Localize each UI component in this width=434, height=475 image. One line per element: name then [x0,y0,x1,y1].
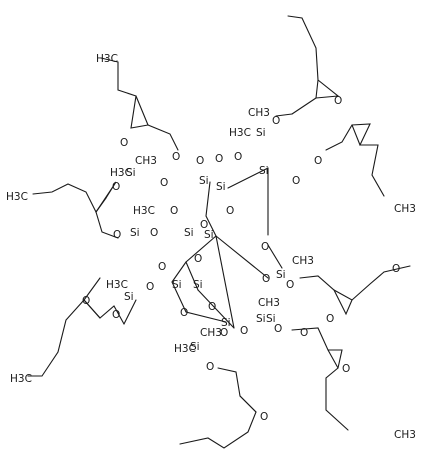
label-si-7: Si [190,341,200,353]
label-ch3-2: CH3 [248,107,270,119]
label-ch3-7: CH3 [394,429,416,441]
label-o-epoxide-6: O [82,295,90,307]
label-o-epoxide-2: O [334,95,342,107]
label-o-5: O [234,151,242,163]
label-o-16: O [286,279,294,291]
label-si-1: Si [126,167,136,179]
label-o-epoxide-1: O [120,137,128,149]
label-o-1: O [172,151,180,163]
label-o-26: O [206,361,214,373]
label-o-3: O [215,153,223,165]
label-o-epoxide-7: O [260,411,268,423]
label-o-12: O [170,205,178,217]
label-o-9: O [314,155,322,167]
label-o-4: O [272,115,280,127]
label-ch3-5: CH3 [200,327,222,339]
label-o-15: O [262,273,270,285]
label-si-3: Si [256,127,266,139]
label-si-core-5: Si [172,279,182,291]
label-o-10: O [113,229,121,241]
label-o-22: O [112,309,120,321]
label-h3c-5: H3C [133,205,155,217]
label-o-6: O [196,155,204,167]
label-si-2: Si [199,175,209,187]
label-si-8: Si [266,313,276,325]
label-o-2: O [160,177,168,189]
label-h3c-6: H3C [106,279,128,291]
label-ch3-4: CH3 [258,297,280,309]
label-o-21: O [146,281,154,293]
label-ch3-6: CH3 [394,203,416,215]
label-o-18: O [194,253,202,265]
label-o-25: O [220,327,228,339]
label-o-23: O [240,325,248,337]
label-h3c-8: H3C [10,373,32,385]
label-o-20: O [208,301,216,313]
label-si-core-2: Si [216,181,226,193]
label-h3c-1: H3C [96,53,118,65]
label-si-core-4: Si [204,229,214,241]
label-si-5: Si [276,269,286,281]
label-o-11: O [150,227,158,239]
atom-labels: H3C O O CH3 Si H3C O Si O O CH3 Si H3C O… [6,53,416,441]
label-h3c-4: H3C [6,191,28,203]
label-o-8: O [292,175,300,187]
label-si-core-3: Si [184,227,194,239]
label-si-6: Si [124,291,134,303]
label-h3c-7: H3C [174,343,196,355]
label-o-epoxide-3: O [112,181,120,193]
label-si-core-8: Si [256,313,266,325]
label-o-24: O [274,323,282,335]
label-si-4: Si [130,227,140,239]
label-ch3-1: CH3 [135,155,157,167]
label-o-epoxide-8: O [392,263,400,275]
label-h3c-3: H3C [229,127,251,139]
label-h3c-2: H3C [110,167,132,179]
label-o-14: O [261,241,269,253]
label-ch3-3: CH3 [292,255,314,267]
label-o-13: O [200,219,208,231]
label-si-core-6: Si [193,279,203,291]
label-si-core-1: Si [259,165,269,177]
bond-lines [27,15,411,449]
label-o-epoxide-5: O [326,313,334,325]
label-o-epoxide-4: O [342,363,350,375]
label-o-17: O [158,261,166,273]
label-o-27: O [300,327,308,339]
label-si-core-7: Si [221,317,231,329]
label-o-19: O [180,307,188,319]
label-o-7: O [226,205,234,217]
